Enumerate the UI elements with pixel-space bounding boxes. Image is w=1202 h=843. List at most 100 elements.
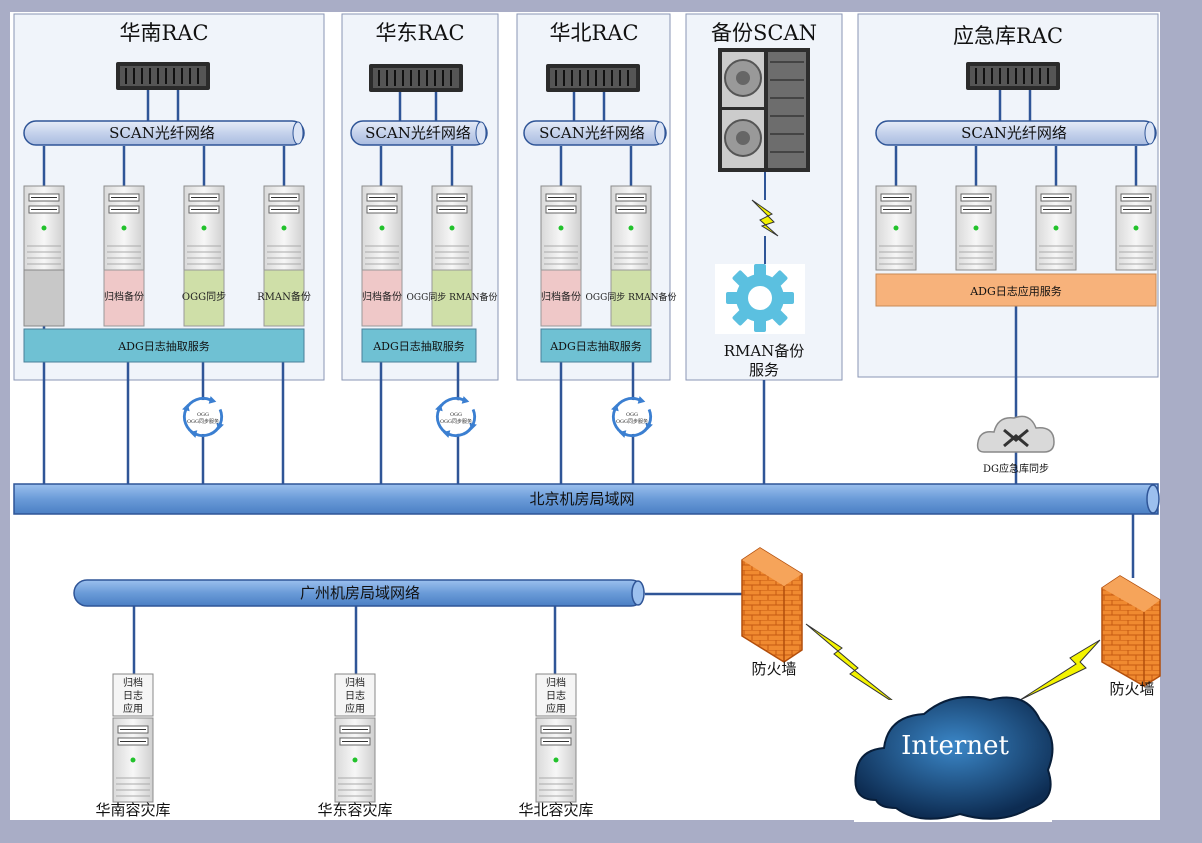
emergency-server-4-icon	[1115, 185, 1157, 271]
dr-huabei-label: 华北容灾库	[518, 801, 593, 819]
firewall-right-icon	[1101, 575, 1161, 687]
dr-site-huabei: 归档 日志 应用 华北容灾库	[518, 673, 594, 819]
ogg-sync-huanan-icon: OGG OGG同步服务	[180, 394, 226, 440]
huabei-storage-icon	[545, 63, 641, 93]
huadong-scan-label: SCAN光纤网络	[365, 124, 471, 142]
huabei-title: 华北RAC	[549, 21, 638, 45]
huadong-role-box-2	[431, 269, 473, 327]
huanan-server-2-icon	[103, 185, 145, 271]
huanan-role-label-4: RMAN备份	[257, 290, 311, 303]
dr-huanan-box-line1: 归档	[123, 676, 143, 689]
huadong-role-box-1	[361, 269, 403, 327]
ogg-sync-huanan-label: OGG同步服务	[187, 418, 219, 425]
guangzhou-lan-pipe: 广州机房局域网络	[73, 579, 645, 607]
ogg-sync-huadong-icon: OGG OGG同步服务	[433, 394, 479, 440]
huabei-role-box-1	[540, 269, 582, 327]
huadong-server-2-icon	[431, 185, 473, 271]
emergency-server-1-icon	[875, 185, 917, 271]
huadong-service-label: ADG日志抽取服务	[372, 339, 465, 353]
dr-huanan-server-icon	[112, 717, 154, 803]
huanan-role-label-2: 归档备份	[104, 290, 144, 303]
huabei-scan-pipe: SCAN光纤网络	[523, 120, 667, 146]
dr-huanan-label: 华南容灾库	[95, 801, 170, 819]
huabei-server-1-icon	[540, 185, 582, 271]
dr-huabei-box-line2: 日志	[546, 689, 566, 702]
backup-title: 备份SCAN	[711, 21, 817, 45]
firewall-left-label: 防火墙	[751, 660, 796, 678]
firewall-right-label: 防火墙	[1109, 680, 1154, 698]
huadong-role-label-1: 归档备份	[362, 290, 402, 303]
huabei-server-2-icon	[610, 185, 652, 271]
dg-sync-label: DG应急库同步	[983, 462, 1049, 475]
huabei-service-bar	[540, 328, 652, 363]
emergency-scan-pipe: SCAN光纤网络	[875, 120, 1157, 146]
huadong-storage-icon	[368, 63, 464, 93]
rman-gear-icon	[715, 264, 805, 334]
dr-huadong-label: 华东容灾库	[317, 801, 392, 819]
huabei-role-label-1: 归档备份	[541, 290, 581, 303]
dr-huadong-box	[334, 673, 376, 717]
huanan-scan-pipe: SCAN光纤网络	[23, 120, 305, 146]
huanan-role-box-3	[183, 269, 225, 327]
huanan-service-label: ADG日志抽取服务	[117, 339, 210, 353]
svg-text:OGG: OGG	[450, 412, 462, 418]
beijing-lan-label: 北京机房局域网	[529, 490, 634, 508]
backup-link-bolt-icon	[751, 199, 779, 237]
dr-huadong-box-line1: 归档	[345, 676, 365, 689]
dg-sync-cloud-icon	[976, 415, 1055, 453]
emergency-title: 应急库RAC	[953, 24, 1063, 48]
dr-site-huadong: 归档 日志 应用 华东容灾库	[317, 673, 393, 819]
guangzhou-lan-label: 广州机房局域网络	[300, 584, 420, 602]
dr-huadong-box-line2: 日志	[345, 689, 365, 702]
dr-huadong-box-line3: 应用	[345, 702, 365, 715]
huabei-role-label-2: OGG同步 RMAN备份	[586, 291, 677, 303]
dr-huadong-server-icon	[334, 717, 376, 803]
huanan-storage-icon	[115, 61, 211, 91]
rman-service-line1: RMAN备份	[724, 342, 805, 360]
huabei-service-label: ADG日志抽取服务	[549, 339, 642, 353]
emergency-server-3-icon	[1035, 185, 1077, 271]
dr-huanan-box-line2: 日志	[123, 689, 143, 702]
firewall-left-icon	[741, 547, 803, 663]
huanan-title: 华南RAC	[119, 21, 208, 45]
huadong-role-label-2: OGG同步 RMAN备份	[407, 291, 498, 303]
huanan-role-label-3: OGG同步	[182, 291, 226, 303]
dr-huanan-box-line3: 应用	[123, 702, 143, 715]
huanan-server-1-icon	[23, 185, 65, 271]
dr-huabei-box	[535, 673, 577, 717]
backup-tower-server-icon	[718, 48, 810, 172]
rman-service-line2: 服务	[749, 361, 779, 379]
huanan-server-4-icon	[263, 185, 305, 271]
ogg-sync-huabei-icon: OGG OGG同步服务	[609, 394, 655, 440]
huanan-scan-label: SCAN光纤网络	[109, 124, 215, 142]
huadong-server-1-icon	[361, 185, 403, 271]
huanan-role-box-4	[263, 269, 305, 327]
huanan-service-bar	[23, 328, 305, 363]
huanan-server-3-icon	[183, 185, 225, 271]
emergency-service-bar	[875, 273, 1157, 307]
dr-huabei-box-line1: 归档	[546, 676, 566, 689]
internet-cloud-icon	[854, 696, 1054, 822]
beijing-lan-pipe: 北京机房局域网	[13, 483, 1160, 515]
dr-huanan-box	[112, 673, 154, 717]
huabei-scan-label: SCAN光纤网络	[539, 124, 645, 142]
internet-label: Internet	[901, 731, 1009, 761]
svg-text:OGG: OGG	[197, 412, 209, 418]
emergency-service-label: ADG日志应用服务	[969, 284, 1062, 298]
emergency-storage-icon	[965, 61, 1061, 91]
huabei-role-box-2	[610, 269, 652, 327]
huanan-role-box-1	[23, 269, 65, 327]
svg-text:OGG: OGG	[626, 412, 638, 418]
ogg-sync-huadong-label: OGG同步服务	[440, 418, 472, 425]
emergency-scan-label: SCAN光纤网络	[961, 124, 1067, 142]
emergency-server-2-icon	[955, 185, 997, 271]
huadong-scan-pipe: SCAN光纤网络	[350, 120, 488, 146]
dr-huabei-box-line3: 应用	[546, 702, 566, 715]
dr-huabei-server-icon	[535, 717, 577, 803]
huadong-title: 华东RAC	[375, 21, 464, 45]
huadong-service-bar	[361, 328, 477, 363]
dr-site-huanan: 归档 日志 应用 华南容灾库	[95, 673, 171, 819]
huanan-role-box-2	[103, 269, 145, 327]
ogg-sync-huabei-label: OGG同步服务	[616, 418, 648, 425]
